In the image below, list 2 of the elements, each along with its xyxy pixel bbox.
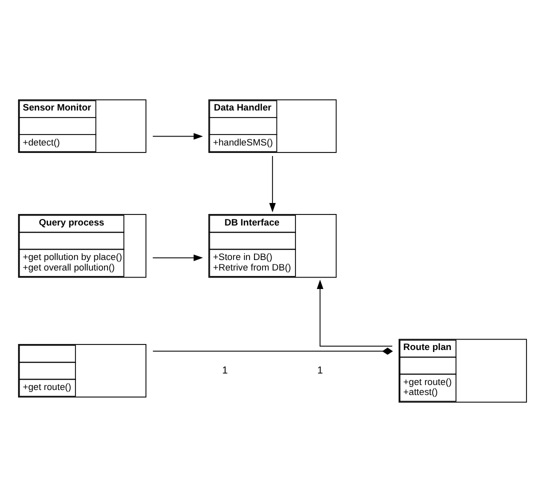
label: 1 — [222, 365, 228, 376]
label: 1 — [317, 365, 323, 376]
